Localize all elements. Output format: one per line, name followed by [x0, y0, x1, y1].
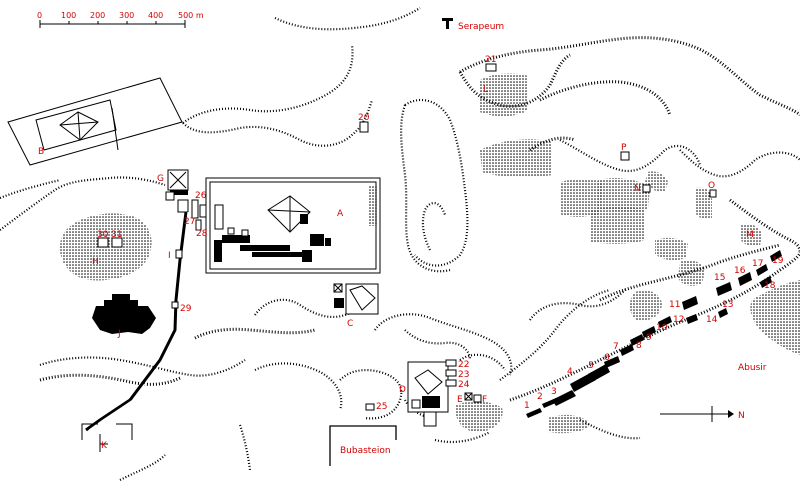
- num-30: 30: [97, 230, 109, 240]
- letter-a: A: [337, 209, 344, 219]
- letter-i: I: [168, 251, 171, 261]
- num-24: 24: [458, 380, 470, 390]
- letter-o: O: [708, 181, 715, 191]
- scale-tick-500: 500 m: [178, 11, 204, 20]
- letter-h: H: [92, 257, 99, 267]
- num-3: 3: [551, 387, 557, 397]
- num-28: 28: [196, 229, 208, 239]
- north-label: N: [738, 411, 745, 421]
- pyramid-h: 30 31 H: [92, 230, 123, 267]
- tombs-22-25: 22 23 24 25: [365, 359, 470, 412]
- num-4: 4: [567, 367, 573, 377]
- letter-b: B: [38, 147, 44, 157]
- num-12: 12: [673, 315, 684, 325]
- serapeum-marker: Serapeum: [442, 18, 504, 32]
- letter-k: K: [101, 441, 108, 451]
- tomb-fields: [60, 73, 800, 434]
- k-enclosure: K: [81, 423, 133, 452]
- north-arrow: N: [660, 406, 745, 422]
- num-27: 27: [184, 217, 195, 227]
- pyramid-d: D: [399, 361, 449, 427]
- scale-tick-100: 100: [61, 11, 76, 20]
- num-11: 11: [669, 300, 680, 310]
- letter-n: N: [634, 184, 641, 194]
- num-18: 18: [764, 281, 776, 291]
- serapeum-label: Serapeum: [458, 22, 504, 32]
- letter-j: J: [117, 329, 121, 339]
- causeway: I: [85, 211, 189, 432]
- num-23: 23: [458, 370, 469, 380]
- num-5: 5: [588, 361, 594, 371]
- num-16: 16: [734, 266, 746, 276]
- num-21: 21: [485, 55, 496, 65]
- letter-p: P: [621, 143, 627, 153]
- num-2: 2: [537, 392, 543, 402]
- num-7: 7: [613, 342, 619, 352]
- tombs-ef: E F: [457, 392, 487, 405]
- num-10: 10: [656, 323, 668, 333]
- num-19: 19: [772, 256, 784, 266]
- abusir-label: Abusir: [738, 363, 767, 373]
- letter-d: D: [399, 385, 406, 395]
- num-26: 26: [195, 191, 207, 201]
- num-9: 9: [646, 333, 652, 343]
- num-1: 1: [524, 401, 530, 411]
- scale-tick-400: 400: [148, 11, 163, 20]
- letter-g: G: [157, 174, 164, 184]
- num-6: 6: [604, 353, 610, 363]
- letter-c: C: [347, 319, 353, 329]
- num-20: 20: [358, 113, 370, 123]
- misc-tombs: 20 21 26 27 28 29 P N O L M: [180, 55, 754, 314]
- letter-e: E: [457, 395, 463, 405]
- pyramid-j: J: [92, 294, 156, 339]
- num-25: 25: [376, 402, 387, 412]
- letter-f: F: [482, 395, 487, 405]
- scale-tick-200: 200: [90, 11, 105, 20]
- pyramid-a-enclosure: A: [205, 177, 381, 274]
- scale-tick-300: 300: [119, 11, 134, 20]
- mastaba-row: 1 2 3 4 5 6 7 8 9 10 11 12 13 14 15 16 1…: [524, 250, 784, 418]
- num-17: 17: [752, 259, 763, 269]
- num-22: 22: [458, 360, 469, 370]
- num-8: 8: [636, 341, 642, 351]
- num-31: 31: [111, 230, 122, 240]
- bubasteion-label: Bubasteion: [340, 446, 391, 456]
- num-14: 14: [706, 315, 718, 325]
- scale-bar: 0 100 200 300 400 500 m: [37, 11, 204, 28]
- pyramid-b-enclosure: B: [7, 77, 183, 166]
- letter-l: L: [483, 85, 488, 95]
- scale-tick-0: 0: [37, 11, 42, 20]
- temple-g: G: [157, 169, 207, 231]
- num-29: 29: [180, 304, 192, 314]
- pyramid-c: C: [333, 283, 379, 329]
- letter-m: M: [746, 230, 754, 240]
- num-15: 15: [714, 273, 725, 283]
- num-13: 13: [722, 300, 733, 310]
- bubasteion-wall: Bubasteion: [329, 425, 397, 466]
